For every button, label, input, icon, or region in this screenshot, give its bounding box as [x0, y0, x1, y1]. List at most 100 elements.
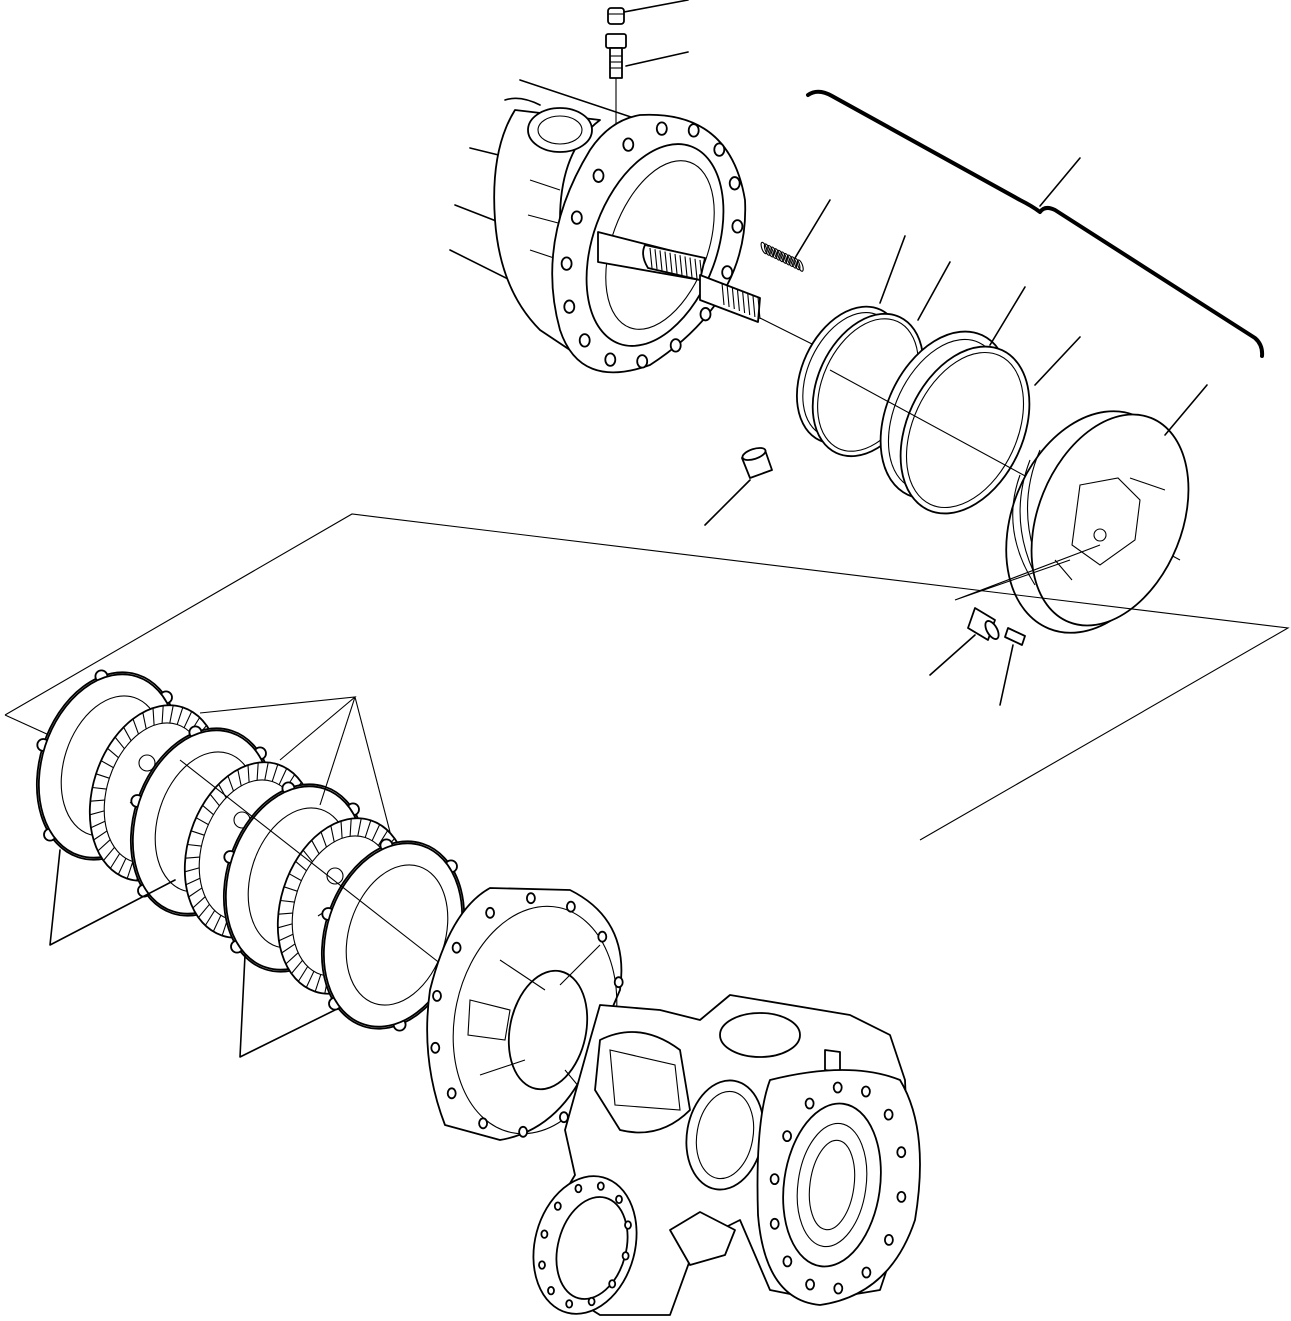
- bolt-hole: [596, 1181, 605, 1191]
- bolt-hole: [578, 333, 591, 348]
- bolt-hole: [622, 137, 635, 152]
- spline-tooth: [649, 247, 653, 269]
- spline-tooth: [731, 286, 735, 310]
- bolt-hole: [884, 1234, 894, 1246]
- bolt-hole: [574, 1183, 583, 1194]
- bolt-hole: [782, 1130, 792, 1142]
- center-axis-line-lower: [179, 759, 456, 976]
- bolt-hole: [565, 1299, 574, 1309]
- bolt-hole: [566, 900, 576, 913]
- bolt-hole: [728, 176, 741, 191]
- bolt-hole: [861, 1266, 872, 1279]
- bolt-hole: [687, 123, 700, 138]
- spring: [760, 199, 831, 272]
- dowel-pin: [704, 447, 773, 526]
- bolt-hole: [769, 1173, 780, 1185]
- spring-coil: [796, 259, 804, 272]
- spline-tooth: [721, 282, 725, 306]
- bolt-hole: [896, 1146, 907, 1159]
- bolt-hole: [713, 142, 726, 157]
- bushing: [929, 607, 1000, 676]
- bolt-hole: [833, 1282, 844, 1295]
- bolt-hole: [861, 1085, 871, 1098]
- spline-tooth: [757, 296, 761, 320]
- spring-coil: [773, 248, 781, 261]
- spline-tooth: [674, 253, 678, 275]
- bolt-hole: [430, 1041, 441, 1054]
- leader-line-bracket: [1039, 157, 1081, 207]
- bolt-hole: [538, 1260, 546, 1270]
- spring-coil: [777, 249, 784, 263]
- bolt-hole: [432, 990, 442, 1002]
- bolt-hole: [621, 1251, 630, 1261]
- spring-coil: [770, 246, 778, 260]
- bolt-hole: [592, 168, 605, 183]
- spline-tooth: [736, 288, 740, 312]
- spring-coil: [760, 241, 768, 255]
- spring-coil: [783, 252, 791, 266]
- spline-tooth: [654, 249, 658, 270]
- bolt-hole: [832, 1081, 843, 1094]
- bolt-hole: [896, 1191, 907, 1203]
- separator-plate: [320, 838, 466, 1032]
- bolt-hole: [782, 1255, 793, 1268]
- spline-tooth: [726, 284, 730, 308]
- bolt-hole: [547, 1285, 555, 1296]
- spring-coil: [790, 256, 798, 269]
- breather-fitting: [605, 33, 689, 142]
- spring-coil: [780, 251, 788, 264]
- part-group-bracket: [806, 89, 1265, 358]
- spline-tooth: [747, 292, 751, 316]
- bolt-hole: [615, 1194, 623, 1205]
- bolt-hole: [636, 354, 649, 369]
- brake-piston: [1005, 384, 1208, 634]
- bolt-hole: [553, 1201, 562, 1211]
- bolt-hole: [769, 1217, 780, 1230]
- bolt-hole: [597, 930, 608, 943]
- spline-tooth: [669, 252, 673, 273]
- bolt-hole: [721, 265, 734, 280]
- spline-tooth: [694, 258, 698, 279]
- backup-ring: [879, 286, 1081, 515]
- spline-tooth: [659, 250, 663, 271]
- bolt-hole: [604, 352, 617, 367]
- bolt-hole: [805, 1278, 815, 1291]
- spline-tooth: [684, 256, 688, 277]
- bolt-hole: [563, 299, 576, 314]
- bolt-hole: [451, 941, 462, 954]
- spring-coil: [786, 254, 794, 268]
- spring-coil: [767, 244, 775, 258]
- disc-group-bracket: [49, 696, 391, 1058]
- bolt-hole: [560, 256, 573, 271]
- bleeder-screw: [999, 627, 1026, 706]
- spline-tooth: [689, 257, 693, 278]
- plate-group-bracket: [4, 513, 1290, 841]
- spline-tooth: [742, 290, 746, 314]
- bolt-hole: [540, 1229, 549, 1239]
- bolt-hole: [731, 219, 744, 234]
- spline-tooth: [664, 251, 668, 272]
- bolt-hole: [624, 1220, 632, 1230]
- bolt-hole: [669, 338, 682, 353]
- brake-disc-pack: [35, 669, 466, 1032]
- bolt-hole: [613, 976, 624, 989]
- bolt-hole: [699, 307, 712, 322]
- bolt-hole: [526, 892, 536, 905]
- differential-housing: [426, 887, 921, 1316]
- bolt-hole: [518, 1125, 528, 1138]
- bolt-hole: [570, 210, 583, 225]
- bolt-hole: [587, 1296, 596, 1307]
- bolt-hole: [883, 1108, 894, 1121]
- axle-shaft-housing: [449, 79, 881, 379]
- bolt-hole: [804, 1097, 815, 1110]
- bolt-hole: [655, 121, 668, 136]
- breather-cap: [607, 0, 689, 25]
- bolt-hole: [478, 1117, 489, 1130]
- spring-coil: [763, 243, 771, 256]
- spline-tooth: [679, 255, 683, 276]
- spline-tooth: [752, 294, 756, 318]
- bolt-hole: [608, 1279, 617, 1289]
- bolt-hole: [446, 1087, 457, 1100]
